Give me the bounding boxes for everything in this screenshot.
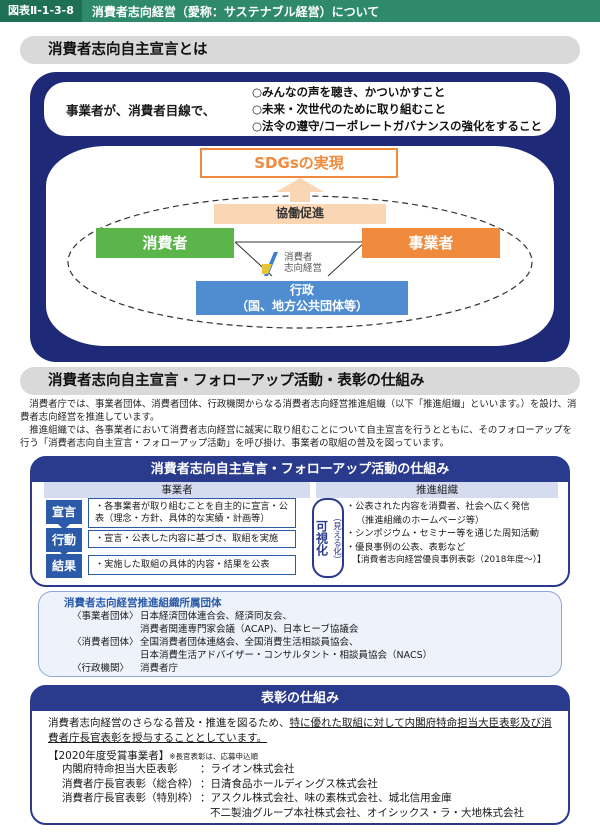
org-activity-item: （推進組織のホームページ等） — [356, 514, 485, 526]
member-names: 全国消費者団体連絡会、全国消費生活相談員協会、 — [140, 637, 359, 648]
promotion-organization-members — [38, 591, 562, 677]
org-activity-item: ・優良事例の公表、表彰など — [346, 541, 466, 553]
org-activity-item: 【消費者志向経営優良事例表彰（2018年度～）】 — [352, 555, 546, 565]
business-box: 事業者 — [362, 228, 500, 258]
section-title-mechanism: 消費者志向自主宣言・フォローアップ活動・表彰の仕組み — [20, 367, 580, 395]
awards-title: 表彰の仕組み — [32, 687, 568, 711]
step-action-text: ・宣言・公表した内容に基づき、取組を実施 — [88, 530, 296, 548]
declaration-bullet: ○法令の遵守/コーポレートガバナンスの強化をすること — [252, 118, 543, 133]
member-names: 日本経済団体連合会、経済同友会、 — [140, 611, 293, 622]
award-name — [62, 806, 210, 821]
declaration-lead: 事業者が、消費者目線で、 — [66, 102, 216, 118]
sdgs-realization-box: SDGsの実現 — [200, 148, 398, 178]
column-header-business: 事業者 — [44, 482, 310, 498]
visualization-badge: 可視化 （見える化） — [312, 498, 344, 578]
declaration-bullets: ○みんなの声を聴き、かついかすこと ○未来・次世代のために取り組むこと ○法令の… — [252, 84, 542, 135]
awards-description: 消費者志向経営のさらなる普及・推進を図るため、特に優れた取組に対して内閣府特命担… — [48, 716, 558, 746]
step-action-label: 行動 — [46, 528, 82, 552]
intro-paragraph-1: 消費者庁では、事業者団体、消費者団体、行政機関からなる消費者志向経営推進組織（以… — [20, 399, 577, 423]
consumer-oriented-logo-icon — [262, 252, 278, 276]
award-company: ：ライオン株式会社 — [200, 763, 295, 775]
member-names: 日本消費生活アドバイザー・コンサルタント・相談員協会（NACS） — [140, 650, 433, 661]
member-category: 〈事業者団体〉 — [72, 611, 139, 622]
section-title-declaration: 消費者志向自主宣言とは — [20, 36, 580, 64]
figure-number: 図表Ⅱ-1-3-8 — [0, 0, 82, 22]
column-header-organization: 推進組織 — [316, 482, 558, 498]
mechanism-title: 消費者志向自主宣言・フォローアップ活動の仕組み — [32, 458, 568, 482]
awards-note: ※長官表彰は、応募申込順 — [169, 752, 259, 761]
award-company: ：日清食品ホールディングス株式会社 — [200, 777, 378, 790]
logo-line: 志向経営 — [284, 263, 323, 274]
intro-paragraph-2: 推進組織では、各事業者において消費者志向経営に誠実に取り組むことについて自主宣言… — [20, 425, 572, 449]
award-company: ：アスクル株式会社、味の素株式会社、城北信用金庫 — [200, 792, 452, 804]
org-activity-item: ・公表された内容を消費者、社会へ広く発信 — [346, 501, 530, 512]
declaration-statement: 事業者が、消費者目線で、 ○みんなの声を聴き、かついかすこと ○未来・次世代のた… — [44, 82, 556, 136]
step-declaration-label: 宣言 — [46, 500, 82, 524]
consumer-oriented-logo-text: 消費者 志向経営 — [284, 252, 322, 274]
awards-year-label: 【2020年度受賞事業者】 — [48, 750, 170, 762]
members-list: 〈事業者団体〉日本経済団体連合会、経済同友会、 消費者関連専門家会議（ACAP)… — [72, 610, 552, 675]
member-category: 〈消費者団体〉 — [72, 637, 139, 648]
logo-line: 消費者 — [284, 252, 313, 263]
step-declaration-text: ・各事業者が取り組むことを自主的に宣言・公表（理念・方針、具体的な実績・計画等） — [88, 498, 296, 528]
awards-description-text: 消費者志向経営のさらなる普及・推進を図るため、 — [48, 717, 290, 729]
collaboration-promotion-box: 協働促進 — [214, 204, 386, 224]
declaration-bullet: ○みんなの声を聴き、かついかすこと — [252, 84, 446, 99]
organization-activities: ・公表された内容を消費者、社会へ広く発信 （推進組織のホームページ等） ・シンポ… — [346, 500, 558, 568]
org-activity-item: ・シンポジウム・セミナー等を通じた周知活動 — [346, 528, 539, 539]
awards-description-underlined: 特に優れた取組に対して内閣府特命担当大臣表彰及び消費者庁長官表彰を授与することと… — [48, 717, 552, 744]
down-arrow-icon — [58, 524, 70, 530]
up-arrow-icon — [276, 178, 324, 202]
consumer-box: 消費者 — [96, 228, 234, 258]
government-box: 行政 （国、地方公共団体等） — [196, 281, 408, 315]
award-company: 不二製油グループ本社株式会社、オイシックス・ラ・大地株式会社 — [210, 806, 525, 819]
visualization-label: 可視化 — [314, 520, 329, 556]
visualization-sublabel: （見える化） — [331, 512, 342, 564]
step-result-label: 結果 — [46, 554, 82, 578]
member-names: 消費者庁 — [140, 663, 179, 674]
awards-year-heading: 【2020年度受賞事業者】※長官表彰は、応募申込順 — [48, 748, 258, 763]
government-sublabel: （国、地方公共団体等） — [235, 299, 368, 313]
member-category — [72, 623, 140, 636]
declaration-bullet: ○未来・次世代のために取り組むこと — [252, 101, 447, 116]
award-name: 消費者庁長官表彰（特別枠） — [62, 792, 199, 804]
government-label: 行政 — [289, 283, 314, 297]
figure-title: 消費者志向経営（愛称：サステナブル経営）について — [91, 4, 380, 19]
members-title: 消費者志向経営推進組織所属団体 — [64, 597, 222, 609]
award-name: 消費者庁長官表彰（総合枠） — [62, 777, 199, 790]
awards-panel: 表彰の仕組み — [30, 685, 570, 825]
figure-header: 図表Ⅱ-1-3-8 消費者志向経営（愛称：サステナブル経営）について — [0, 0, 600, 22]
member-category — [72, 649, 140, 662]
step-result-text: ・実施した取組の具体的内容・結果を公表 — [88, 555, 296, 575]
member-category: 〈行政機関〉 — [72, 663, 130, 674]
award-name: 内閣府特命担当大臣表彰 — [62, 763, 178, 775]
awardees-list: 内閣府特命担当大臣表彰 ：ライオン株式会社 消費者庁長官表彰（総合枠）：日清食品ホ… — [62, 762, 562, 820]
member-names: 消費者関連専門家会議（ACAP)、日本ヒーブ協議会 — [140, 624, 359, 635]
down-arrow-icon — [58, 550, 70, 556]
